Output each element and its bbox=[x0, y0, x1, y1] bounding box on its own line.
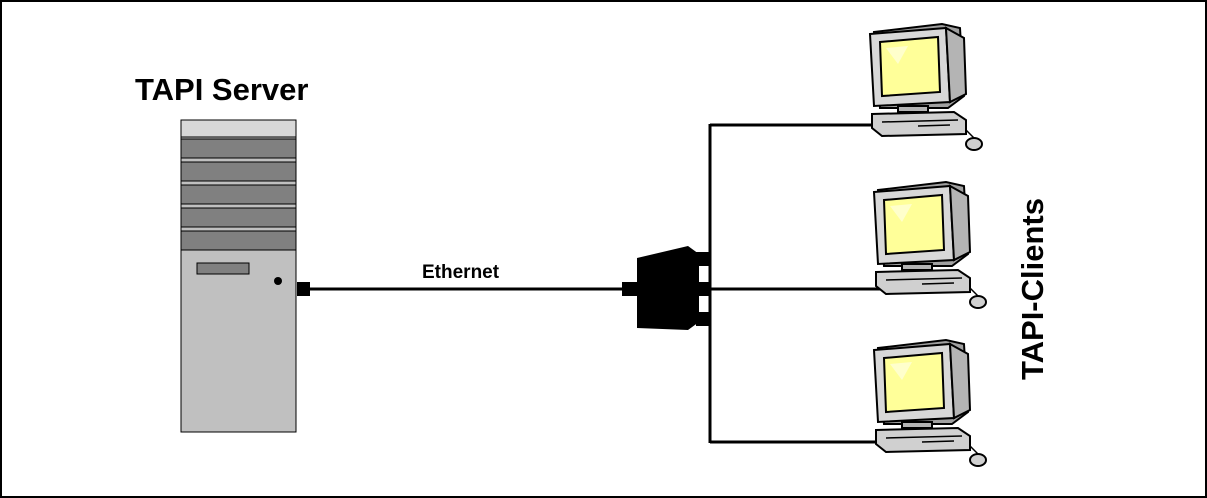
client-cabling bbox=[708, 123, 880, 444]
server-port bbox=[297, 282, 310, 296]
ethernet-label: Ethernet bbox=[422, 262, 500, 283]
server-title: TAPI Server bbox=[135, 72, 308, 107]
network-hub-icon bbox=[622, 246, 710, 330]
tower-server-icon bbox=[180, 119, 297, 433]
clients-title: TAPI-Clients bbox=[1015, 198, 1050, 380]
